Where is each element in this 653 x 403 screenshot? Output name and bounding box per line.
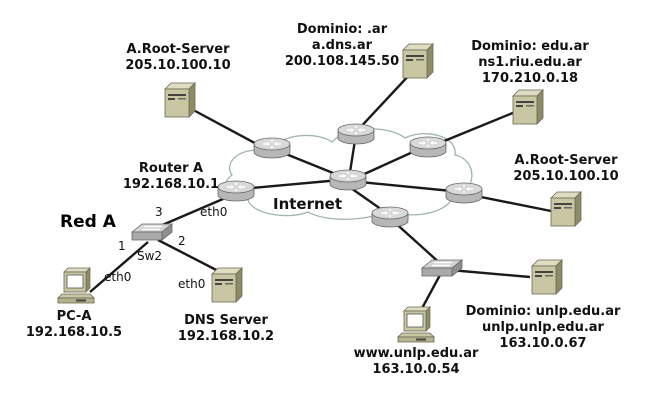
www-unlp-host-icon (397, 306, 435, 343)
link-router-unlp-switch (391, 219, 443, 266)
link-root1-router (183, 103, 265, 150)
switch-name: Sw2 (137, 249, 162, 263)
link-switch-router-a (159, 194, 231, 228)
ar-dns-ip: 200.108.145.50 (285, 54, 399, 69)
internet-cloud (224, 128, 473, 220)
router-icon (409, 136, 447, 158)
dns-server-port: eth0 (178, 277, 205, 291)
router-a-icon (217, 180, 255, 202)
root-server-1-ip: 205.10.100.10 (125, 58, 230, 73)
pc-a-icon (57, 267, 95, 304)
dns-server-name: DNS Server (184, 313, 268, 328)
switch-icon (421, 259, 463, 277)
router-a-port: eth0 (200, 205, 227, 219)
switch-port-2: 2 (178, 234, 186, 248)
router-icon (371, 206, 409, 228)
internet-label: Internet (273, 195, 342, 213)
ar-dns-domain: Dominio: .ar (297, 22, 388, 37)
root-server-1-icon (164, 82, 196, 118)
switch-port-1: 1 (118, 239, 126, 253)
network-title: Red A (60, 212, 117, 232)
pc-a-name: PC-A (57, 309, 92, 324)
dns-server-icon (211, 267, 243, 303)
edu-ar-dns-domain: Dominio: edu.ar (471, 39, 589, 54)
pc-a-ip: 192.168.10.5 (26, 325, 122, 340)
switch-sw2-icon (131, 223, 173, 241)
root-server-2-ip: 205.10.100.10 (513, 169, 618, 184)
router-a-ip: 192.168.10.1 (123, 177, 219, 192)
dns-server-ip: 192.168.10.2 (178, 329, 274, 344)
unlp-dns-ip: 163.10.0.67 (499, 336, 586, 351)
router-a-name: Router A (139, 161, 203, 176)
link-core-router-4 (359, 180, 463, 194)
pc-a-port: eth0 (104, 270, 131, 284)
link-switch-www (418, 274, 442, 313)
root-server-1-name: A.Root-Server (126, 42, 230, 57)
unlp-dns-host: unlp.unlp.edu.ar (482, 320, 605, 335)
edu-ar-dns-host: ns1.riu.edu.ar (478, 55, 582, 70)
router-icon (337, 123, 375, 145)
link-switch-dns (157, 238, 227, 277)
ar-dns-host: a.dns.ar (312, 38, 373, 53)
www-unlp-ip: 163.10.0.54 (372, 362, 459, 377)
router-icon (445, 182, 483, 204)
edu-ar-dns-server-icon (512, 89, 544, 125)
ar-dns-server-icon (402, 43, 434, 79)
unlp-dns-server-icon (531, 259, 563, 295)
switch-port-3: 3 (155, 205, 163, 219)
router-icon (253, 137, 291, 159)
links (89, 71, 557, 313)
link-pc-switch (89, 241, 149, 293)
link-ar-router (355, 71, 413, 133)
core-router-icon (329, 169, 367, 191)
unlp-dns-domain: Dominio: unlp.edu.ar (466, 304, 621, 319)
root-server-2-icon (550, 191, 582, 227)
link-router-a-core (251, 178, 341, 190)
link-switch-unlp-dns (449, 268, 531, 279)
edu-ar-dns-ip: 170.210.0.18 (482, 71, 578, 86)
link-edu-router (431, 108, 521, 148)
www-unlp-host: www.unlp.edu.ar (354, 346, 479, 361)
root-server-2-name: A.Root-Server (514, 153, 618, 168)
